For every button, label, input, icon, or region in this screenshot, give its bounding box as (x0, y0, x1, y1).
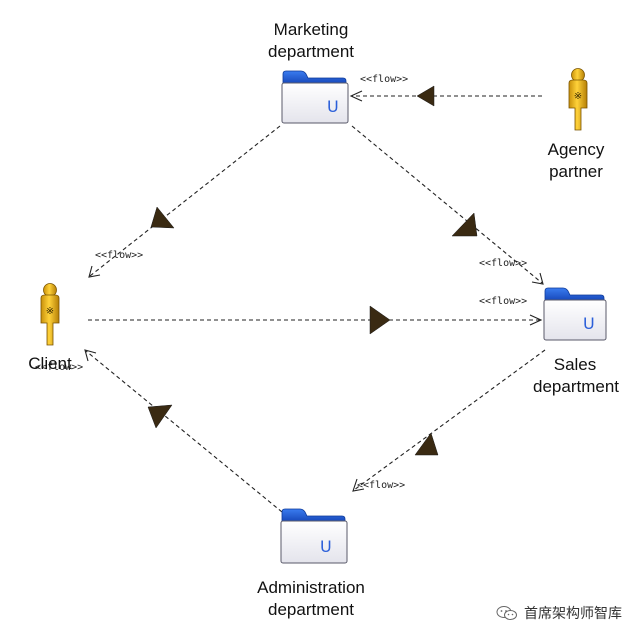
flow-arrowhead-icon (451, 212, 478, 237)
node-label-line1: Marketing (274, 20, 349, 39)
edge-admin-to-client: <<flow>> (35, 349, 283, 513)
flow-label: <<flow>> (35, 362, 83, 373)
actor-glyph: ※ (574, 91, 582, 102)
node-label-line1: Sales (554, 355, 597, 374)
node-administration-department[interactable]: U Administration department (257, 508, 365, 619)
node-label-line1: Client (28, 354, 72, 373)
node-sales-department[interactable]: U Sales department (533, 287, 619, 396)
node-agency-partner[interactable]: ※ Agency partner (548, 68, 605, 182)
package-glyph: U (583, 314, 595, 333)
edge-sales-to-admin: <<flow>> (352, 349, 546, 492)
flow-label: <<flow>> (479, 258, 527, 269)
flow-arrowhead-icon (150, 206, 175, 229)
flow-arrowhead-icon (147, 404, 173, 429)
folder-icon: U (281, 70, 349, 124)
node-label-line1: Agency (548, 140, 605, 159)
node-marketing-department[interactable]: U Marketing department (268, 20, 354, 124)
flow-label: <<flow>> (360, 74, 408, 85)
edge-agency-to-marketing: <<flow>> (349, 74, 542, 107)
folder-icon: U (543, 287, 607, 341)
flow-label: <<flow>> (479, 296, 527, 307)
node-label-line2: department (533, 377, 619, 396)
flow-arrowhead-icon (414, 432, 439, 456)
edge-client-to-sales: <<flow>> (88, 296, 543, 335)
actor-glyph: ※ (46, 306, 54, 317)
node-client[interactable]: ※ Client (28, 283, 72, 374)
node-label-line1: Administration (257, 578, 365, 597)
flow-arrowhead-icon (369, 305, 391, 335)
package-glyph: U (327, 97, 339, 116)
folder-icon: U (280, 508, 348, 564)
watermark: 首席架构师智库 (496, 603, 622, 623)
flow-arrowhead-icon (416, 85, 435, 107)
flow-label: <<flow>> (357, 480, 405, 491)
node-label-line2: partner (549, 162, 603, 181)
wechat-icon (496, 606, 517, 620)
edge-marketing-to-sales: <<flow>> (351, 125, 544, 285)
package-glyph: U (320, 537, 332, 556)
edge-marketing-to-client: <<flow>> (88, 125, 281, 278)
node-label-line2: department (268, 600, 354, 619)
watermark-text: 首席架构师智库 (524, 606, 622, 622)
actor-icon: ※ (568, 68, 588, 131)
flow-label: <<flow>> (95, 250, 143, 261)
actor-icon: ※ (40, 283, 60, 346)
node-label-line2: department (268, 42, 354, 61)
